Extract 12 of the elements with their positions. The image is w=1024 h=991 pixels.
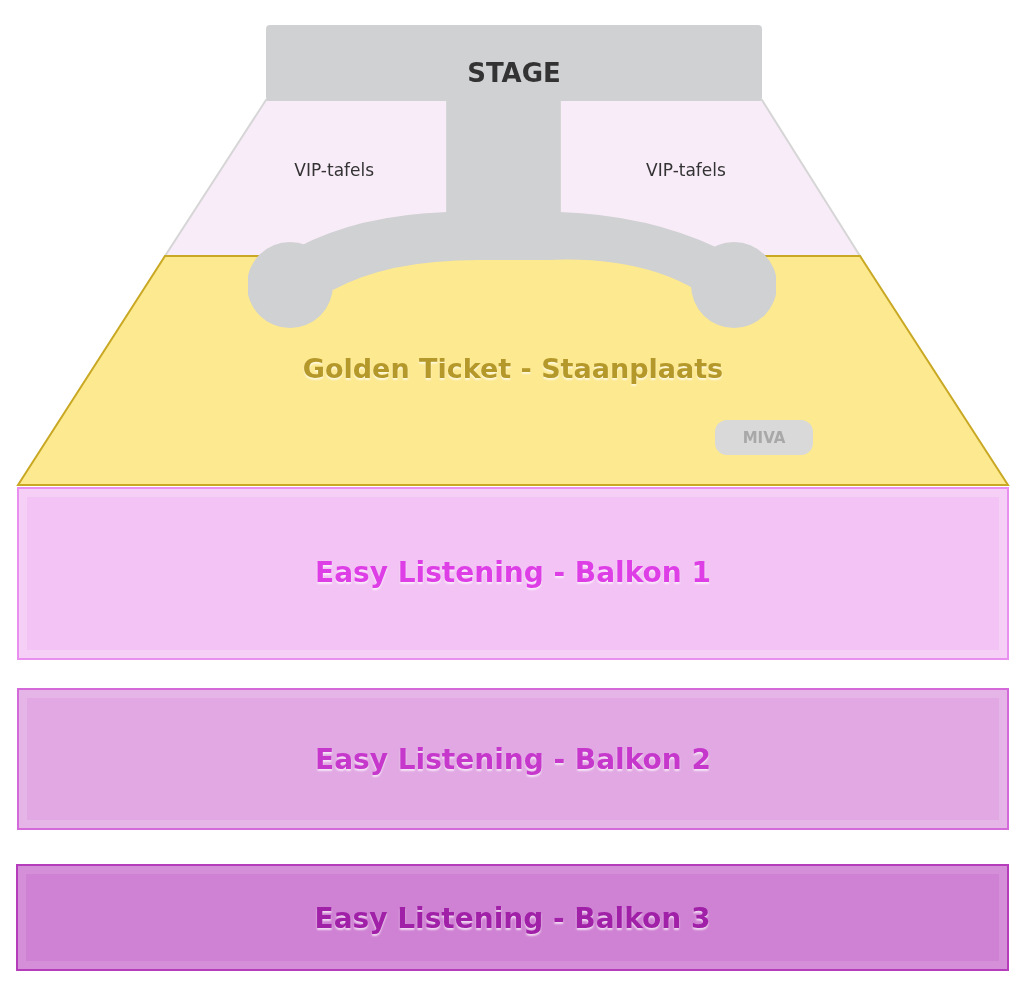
- accessible-area: [715, 420, 813, 455]
- balcony-area: [17, 487, 1009, 660]
- area-label: Easy Listening - Balkon 3: [314, 901, 711, 934]
- area-label: Golden Ticket - Staanplaats: [302, 352, 724, 384]
- stage-area: [266, 25, 762, 101]
- area-label: Easy Listening - Balkon 1: [315, 555, 711, 589]
- balcony-area: [17, 688, 1009, 830]
- area-label: VIP-tafels: [294, 160, 375, 181]
- area-label: VIP-tafels: [646, 160, 726, 181]
- area-label: Easy Listening - Balkon 2: [315, 742, 711, 776]
- balcony-area: [16, 864, 1009, 971]
- stage-label: STAGE: [467, 57, 561, 88]
